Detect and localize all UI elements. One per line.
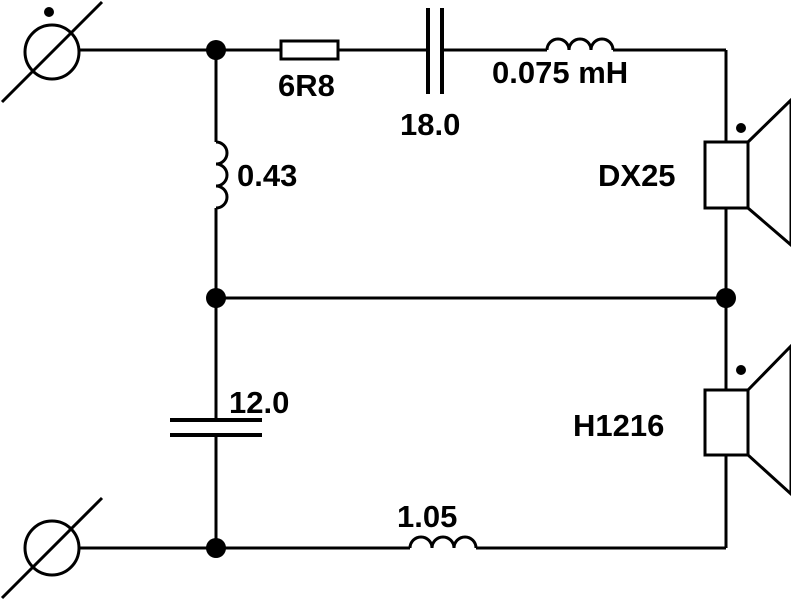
tweeter-series-inductor — [545, 37, 615, 51]
tweeter-label: DX25 — [598, 158, 676, 193]
woofer-series-inductor — [408, 535, 478, 549]
tweeter-series-capacitor — [426, 8, 444, 94]
woofer-series-inductor-label: 1.05 — [397, 499, 457, 534]
tweeter-shunt-inductor — [215, 140, 229, 210]
input-terminal-positive — [0, 0, 104, 104]
woofer-shunt-capacitor-label: 12.0 — [229, 385, 289, 420]
tweeter-series-inductor-label: 0.075 mH — [492, 55, 628, 90]
junction-dots — [206, 40, 736, 558]
woofer-label: H1216 — [573, 408, 664, 443]
woofer-shunt-capacitor — [170, 418, 262, 437]
tweeter-shunt-inductor-label: 0.43 — [237, 158, 297, 193]
bottom-wires — [79, 455, 728, 550]
woofer-speaker-icon — [703, 343, 791, 497]
resistor — [279, 39, 340, 61]
resistor-label: 6R8 — [278, 68, 335, 103]
tweeter-series-capacitor-label: 18.0 — [400, 107, 460, 142]
tweeter-speaker-icon — [703, 97, 791, 247]
top-wires — [79, 48, 728, 142]
